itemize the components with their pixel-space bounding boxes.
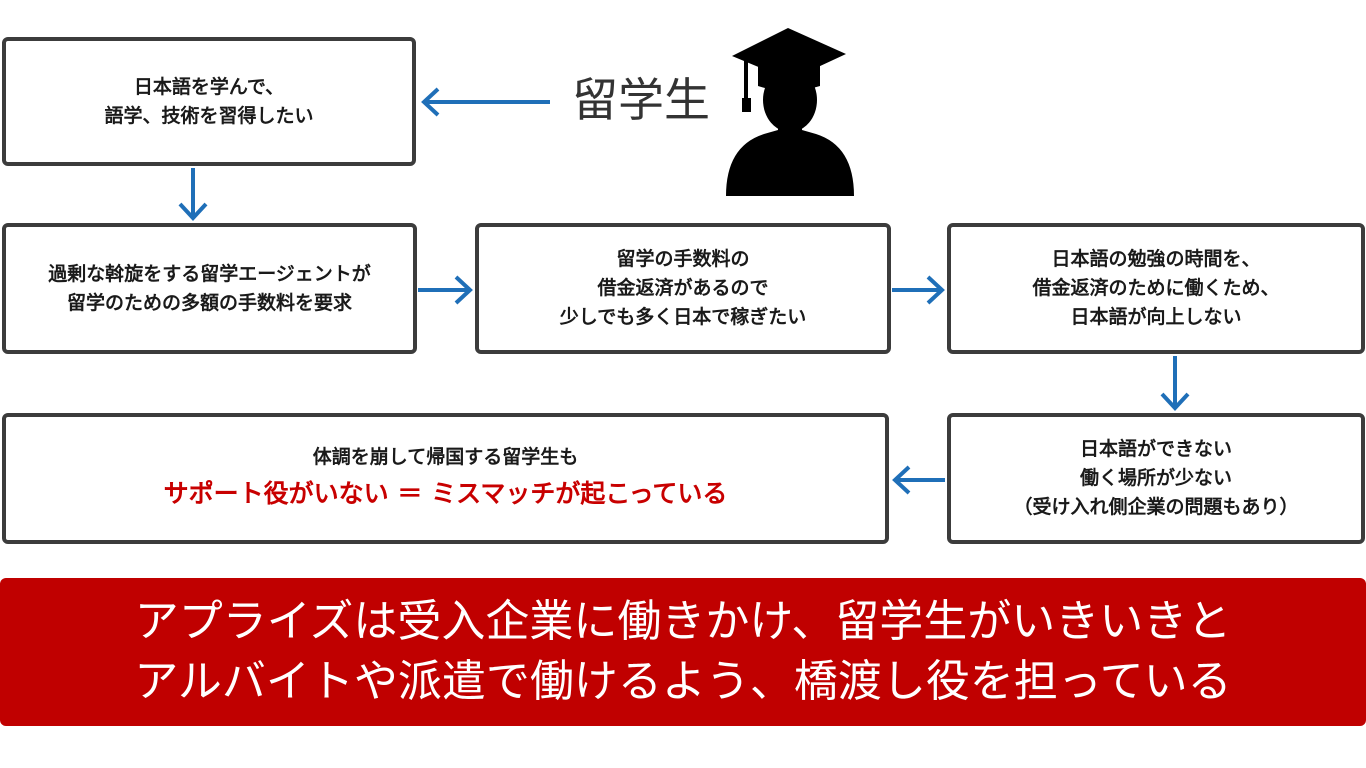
repay-debt-line-1: 留学の手数料の — [616, 248, 750, 270]
no-workplace-line-1: 日本語ができない — [1079, 438, 1232, 460]
arrow-student-to-goal — [421, 87, 550, 117]
agent-fee-line-2: 留学のための多額の手数料を要求 — [66, 291, 352, 314]
repay-debt-box: 留学の手数料の 借金返済があるので 少しでも多く日本で稼ぎたい — [475, 223, 891, 354]
no-study-time-line-1: 日本語の勉強の時間を、 — [1051, 248, 1261, 270]
arrow-agent-to-repay — [418, 275, 473, 305]
arrow-repay-to-nostudy — [892, 275, 945, 305]
goal-line-2: 語学、技術を習得したい — [104, 104, 314, 127]
conclusion-banner: アプライズは受入企業に働きかけ、留学生がいきいきと アルバイトや派遣で働けるよう… — [0, 578, 1366, 726]
no-study-time-line-2: 借金返済のために働くため、 — [1032, 277, 1280, 299]
no-workplace-box: 日本語ができない 働く場所が少ない （受け入れ側企業の問題もあり） — [947, 413, 1365, 544]
goal-line-1: 日本語を学んで、 — [133, 75, 285, 98]
no-workplace-line-2: 働く場所が少ない — [1079, 467, 1232, 489]
banner-line-2: アルバイトや派遣で働けるよう、橋渡し役を担っている — [134, 656, 1232, 707]
repay-debt-line-2: 借金返済があるので — [597, 277, 769, 299]
arrow-goal-to-agent — [178, 168, 208, 221]
no-study-time-line-3: 日本語が向上しない — [1070, 306, 1242, 328]
banner-line-1: アプライズは受入企業に働きかけ、留学生がいきいきと — [134, 596, 1232, 647]
agent-fee-line-1: 過剰な斡旋をする留学エージェントが — [48, 262, 371, 285]
graduate-student-icon — [726, 28, 854, 196]
arrow-nostudy-to-noworkplace — [1160, 356, 1190, 411]
goal-box: 日本語を学んで、 語学、技術を習得したい — [2, 37, 416, 166]
no-workplace-line-3: （受け入れ側企業の問題もあり） — [1013, 496, 1299, 518]
result-accent-line: サポート役がいない ＝ ミスマッチが起こっている — [163, 479, 728, 508]
result-line: 体調を崩して帰国する留学生も — [312, 446, 579, 468]
arrow-noworkplace-to-result — [892, 465, 945, 495]
repay-debt-line-3: 少しでも多く日本で稼ぎたい — [559, 306, 807, 328]
student-label: 留学生 — [572, 73, 710, 127]
no-study-time-box: 日本語の勉強の時間を、 借金返済のために働くため、 日本語が向上しない — [947, 223, 1365, 354]
agent-fee-box: 過剰な斡旋をする留学エージェントが 留学のための多額の手数料を要求 — [2, 223, 417, 354]
result-box: 体調を崩して帰国する留学生も サポート役がいない ＝ ミスマッチが起こっている — [2, 413, 889, 544]
